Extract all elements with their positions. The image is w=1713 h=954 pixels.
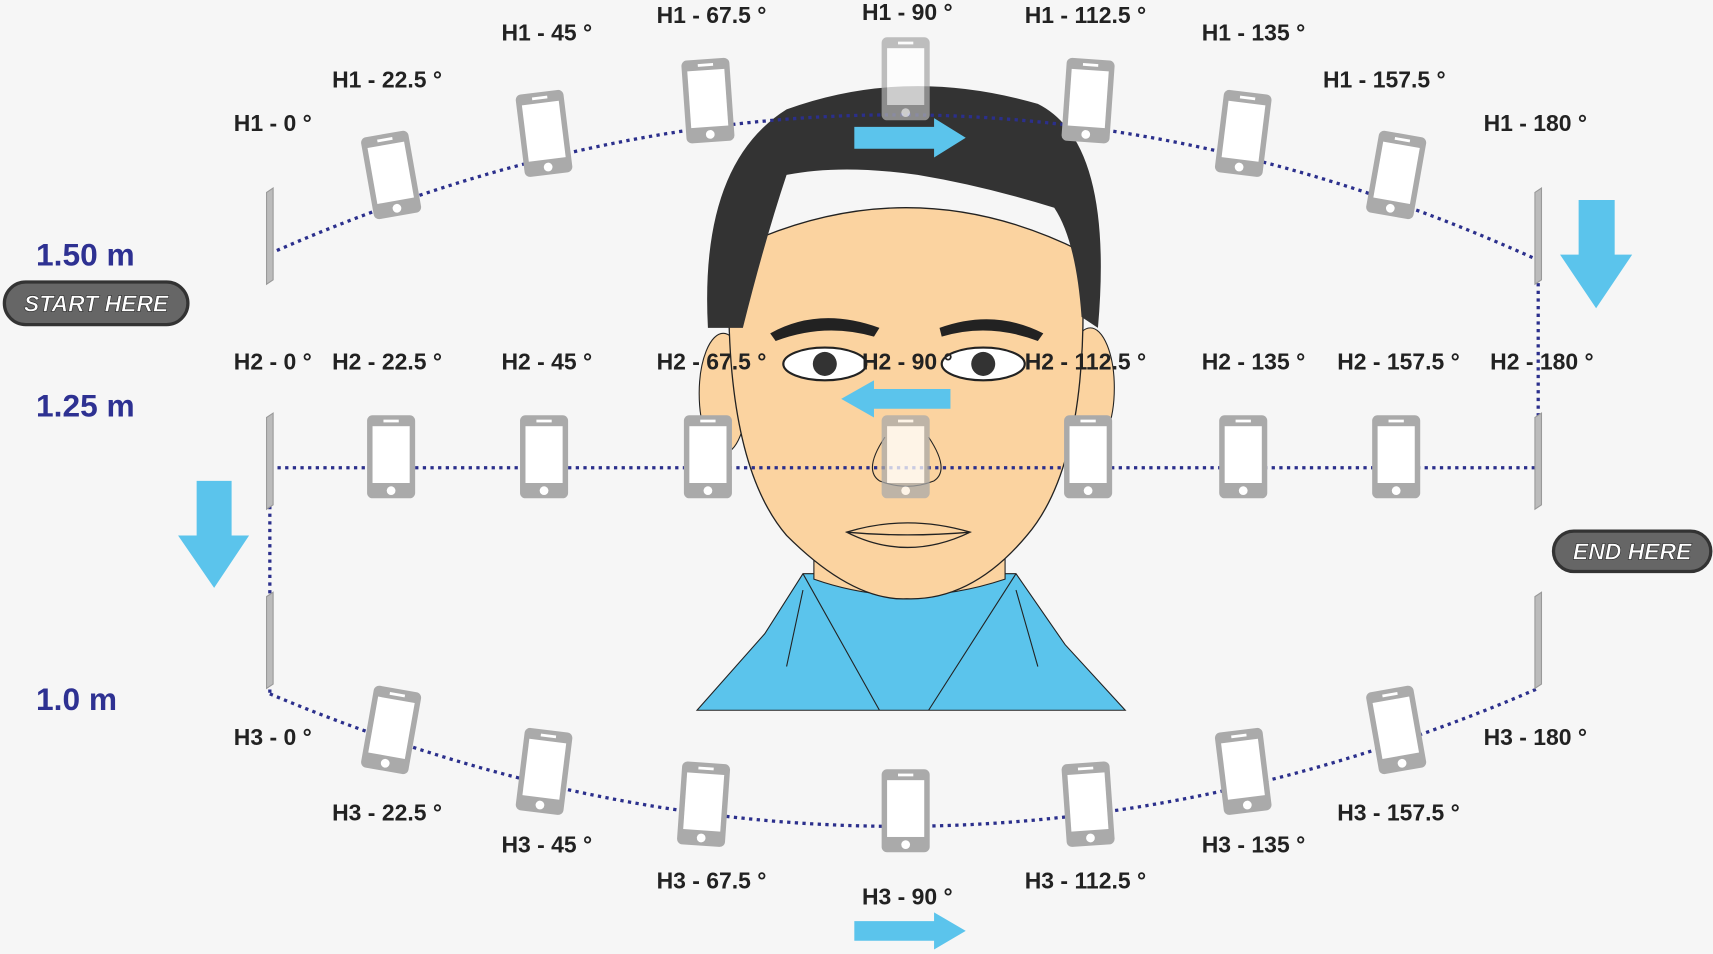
smartphone-icon — [1534, 591, 1543, 690]
smartphone-icon — [1366, 130, 1427, 220]
smartphone-icon — [266, 591, 274, 690]
position-label: H2 - 157.5 ° — [1337, 348, 1460, 374]
arrow-right-icon — [854, 118, 966, 158]
position-label: H3 - 157.5 ° — [1337, 800, 1460, 826]
height-label-h3: 1.0 m — [36, 681, 117, 717]
position-labels: H1 - 0 ° H1 - 22.5 ° H1 - 45 ° H1 - 67.5 ° H… — [234, 0, 1594, 910]
end-label: END HERE — [1573, 538, 1692, 564]
smartphone-icon — [1214, 727, 1272, 815]
position-label: H1 - 135 ° — [1202, 20, 1306, 46]
position-label: H1 - 0 ° — [234, 110, 312, 136]
position-label: H1 - 157.5 ° — [1323, 67, 1446, 93]
hair — [707, 86, 1101, 328]
smartphone-icon — [1061, 57, 1115, 144]
arrow-down-icon — [1560, 200, 1633, 309]
smartphone-icon — [520, 415, 569, 499]
position-label: H2 - 180 ° — [1490, 348, 1594, 374]
start-label: START HERE — [24, 290, 169, 316]
smartphone-icon — [881, 415, 930, 499]
smartphone-icon — [1061, 761, 1115, 847]
mouth — [844, 522, 972, 549]
smartphone-icon — [361, 130, 422, 220]
position-label: H1 - 90 ° — [862, 0, 953, 25]
position-label: H1 - 45 ° — [501, 20, 592, 46]
smartphone-icon — [266, 412, 274, 511]
smartphone-icon — [677, 761, 731, 847]
height-label-h2: 1.25 m — [36, 387, 135, 423]
smartphone-icon — [1214, 89, 1272, 177]
smartphone-icon — [1534, 187, 1543, 286]
position-label: H1 - 22.5 ° — [332, 67, 442, 93]
position-label: H2 - 112.5 ° — [1025, 348, 1146, 374]
smartphone-icon — [266, 187, 274, 286]
smartphone-icon — [683, 415, 732, 499]
end-badge: END HERE — [1551, 529, 1713, 574]
position-label: H3 - 112.5 ° — [1025, 867, 1146, 893]
position-label: H2 - 67.5 ° — [657, 348, 767, 374]
arrow-right-icon — [854, 912, 966, 950]
smartphone-icon — [881, 37, 930, 121]
position-label: H3 - 67.5 ° — [657, 867, 767, 893]
position-label: H2 - 90 ° — [862, 348, 953, 374]
smartphone-icon — [681, 57, 735, 144]
smartphone-icon — [881, 769, 930, 853]
position-label: H3 - 22.5 ° — [332, 800, 442, 826]
right-eyebrow — [939, 319, 1044, 341]
position-label: H3 - 90 ° — [862, 884, 953, 910]
arrow-left-icon — [841, 380, 951, 418]
position-label: H3 - 135 ° — [1202, 831, 1306, 857]
smartphone-icon — [1534, 412, 1543, 511]
phone-positions — [266, 37, 1543, 853]
height-label-h1: 1.50 m — [36, 237, 135, 273]
arrow-down-icon — [178, 480, 250, 588]
left-eyebrow — [770, 318, 880, 341]
position-label: H1 - 180 ° — [1484, 110, 1588, 136]
smartphone-icon — [367, 415, 416, 499]
smartphone-icon — [515, 89, 573, 177]
position-label: H2 - 135 ° — [1202, 348, 1306, 374]
position-label: H2 - 22.5 ° — [332, 348, 442, 374]
position-label: H3 - 0 ° — [234, 724, 312, 750]
smartphone-icon — [361, 685, 422, 775]
position-label: H1 - 67.5 ° — [657, 2, 767, 28]
position-label: H1 - 112.5 ° — [1025, 2, 1146, 28]
position-label: H2 - 0 ° — [234, 348, 312, 374]
smartphone-icon — [1219, 415, 1268, 499]
smartphone-icon — [1366, 685, 1427, 775]
smartphone-icon — [1372, 415, 1421, 499]
position-label: H3 - 180 ° — [1484, 724, 1588, 750]
smartphone-icon — [515, 727, 573, 815]
smartphone-icon — [1064, 415, 1113, 499]
position-label: H2 - 45 ° — [501, 348, 592, 374]
position-label: H3 - 45 ° — [501, 831, 592, 857]
start-badge: START HERE — [2, 280, 190, 327]
